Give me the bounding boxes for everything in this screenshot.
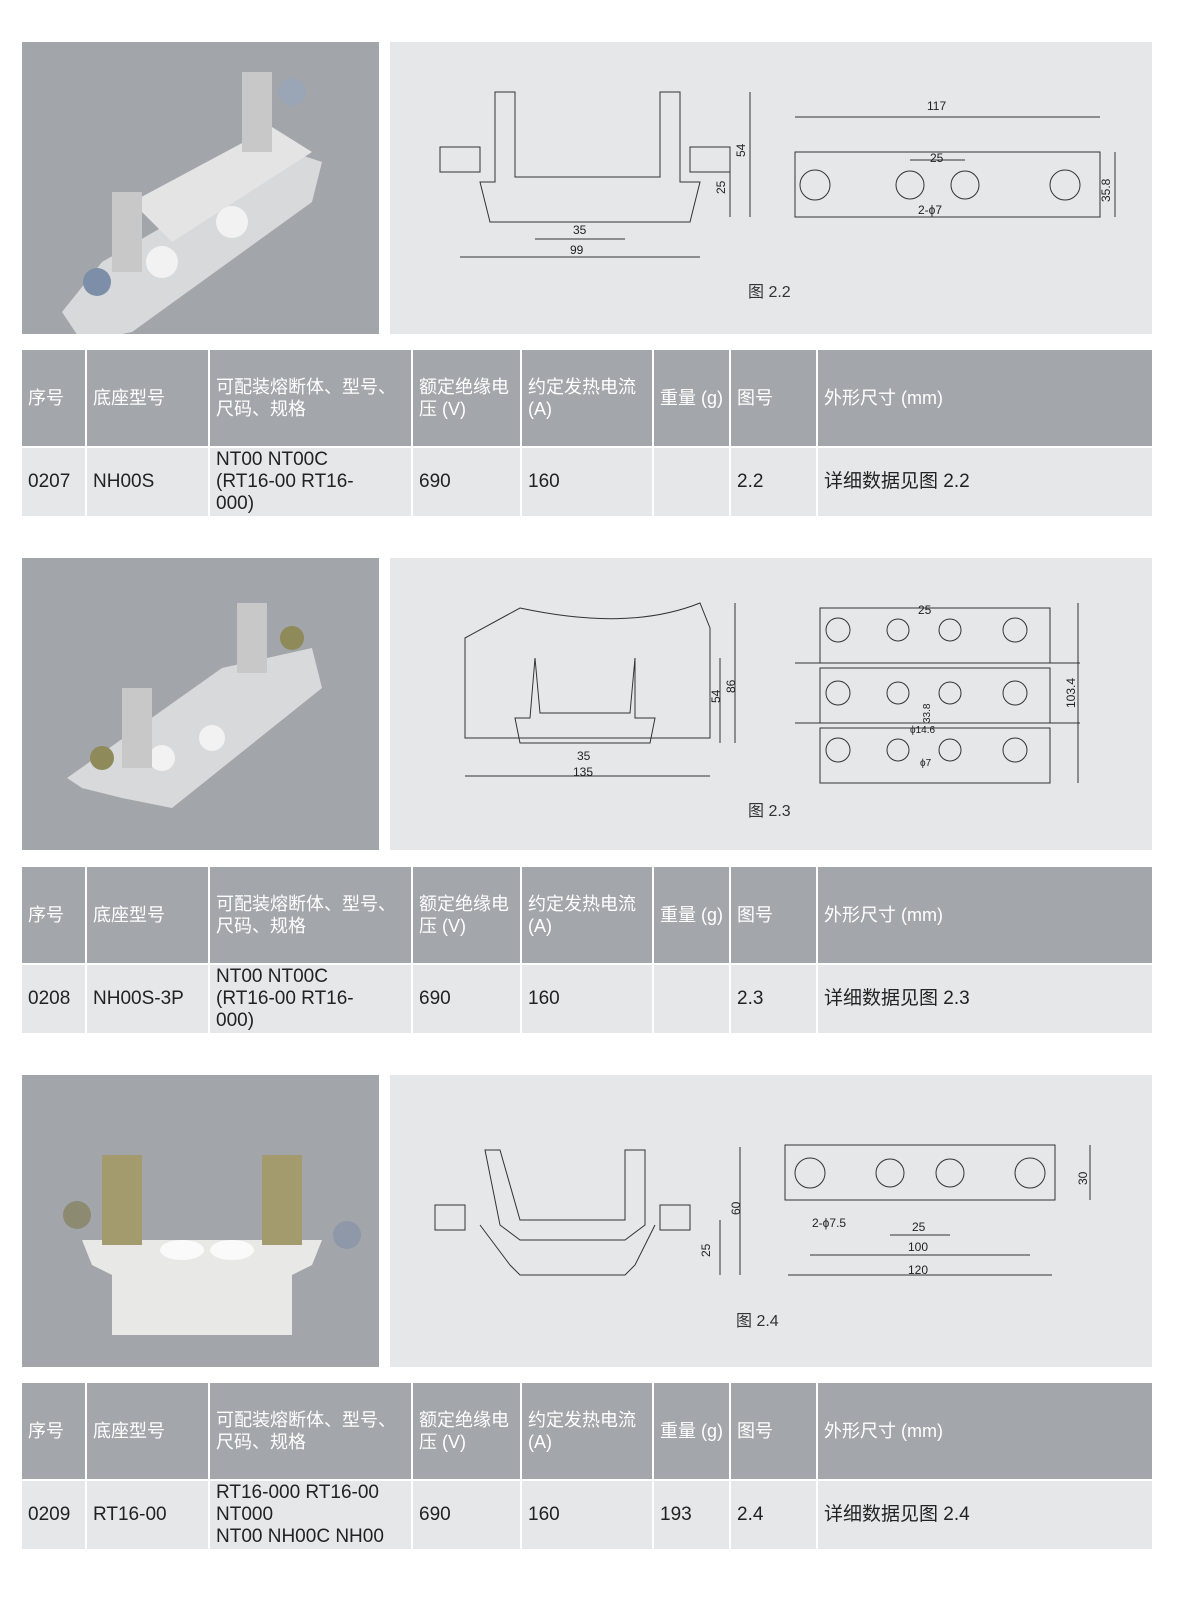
cell-figure: 2.3 bbox=[730, 963, 818, 1033]
header-fuse: 可配装熔断体、型号、尺码、规格 bbox=[209, 350, 413, 447]
dim-label: 86 bbox=[724, 679, 738, 693]
cell-weight bbox=[653, 963, 731, 1033]
cell-dimensions: 详细数据见图 2.2 bbox=[817, 446, 1152, 516]
header-voltage: 额定绝缘电压 (V) bbox=[412, 350, 522, 447]
figure-caption: 图 2.3 bbox=[748, 803, 791, 820]
dim-label: 100 bbox=[908, 1240, 928, 1254]
product-photo-rt16-00 bbox=[22, 1075, 379, 1367]
dim-label: 30 bbox=[1076, 1171, 1090, 1185]
dim-label: 2-ϕ7.5 bbox=[812, 1216, 846, 1230]
header-fuse: 可配装熔断体、型号、尺码、规格 bbox=[209, 1383, 413, 1480]
product-section-0207: 54 25 35 99 117 25 35.8 2-ϕ7 图 2.2 bbox=[22, 42, 1152, 342]
dimension-drawing-2-2: 54 25 35 99 117 25 35.8 2-ϕ7 bbox=[439, 91, 1116, 258]
dim-label: 54 bbox=[734, 143, 748, 157]
dim-label: 120 bbox=[908, 1263, 928, 1277]
cell-no: 0207 bbox=[22, 446, 87, 516]
technical-drawing-panel: 60 25 30 2-ϕ7.5 25 100 120 图 2.4 bbox=[390, 1075, 1152, 1367]
dim-label: 99 bbox=[570, 243, 584, 257]
header-model: 底座型号 bbox=[86, 1383, 210, 1480]
dim-label: ϕ7 bbox=[920, 758, 932, 769]
dim-label: 2-ϕ7 bbox=[918, 203, 942, 217]
dim-label: 25 bbox=[699, 1243, 713, 1257]
header-current: 约定发热电流 (A) bbox=[521, 867, 654, 964]
header-current: 约定发热电流 (A) bbox=[521, 350, 654, 447]
cell-current: 160 bbox=[521, 1479, 654, 1549]
cell-figure: 2.2 bbox=[730, 446, 818, 516]
header-dimensions: 外形尺寸 (mm) bbox=[817, 867, 1152, 964]
header-weight: 重量 (g) bbox=[653, 1383, 731, 1480]
header-current: 约定发热电流 (A) bbox=[521, 1383, 654, 1480]
figure-caption: 图 2.4 bbox=[736, 1313, 779, 1330]
dim-label: 25 bbox=[714, 180, 728, 194]
dim-label: 117 bbox=[927, 99, 946, 113]
cell-fuse: NT00 NT00C(RT16-00 RT16-000) bbox=[209, 963, 413, 1033]
header-no: 序号 bbox=[22, 1383, 87, 1480]
header-weight: 重量 (g) bbox=[653, 867, 731, 964]
dim-label: 35 bbox=[573, 223, 587, 237]
cell-model: NH00S-3P bbox=[86, 963, 210, 1033]
header-no: 序号 bbox=[22, 867, 87, 964]
header-voltage: 额定绝缘电压 (V) bbox=[412, 1383, 522, 1480]
cell-voltage: 690 bbox=[412, 1479, 522, 1549]
dim-label: 25 bbox=[918, 603, 932, 617]
cell-current: 160 bbox=[521, 446, 654, 516]
header-no: 序号 bbox=[22, 350, 87, 447]
table-header-row: 序号底座型号可配装熔断体、型号、尺码、规格额定绝缘电压 (V)约定发热电流 (A… bbox=[22, 1383, 1152, 1480]
cell-weight bbox=[653, 446, 731, 516]
cell-current: 160 bbox=[521, 963, 654, 1033]
dim-label: 25 bbox=[912, 1220, 926, 1234]
product-photo-nh00s-3p bbox=[22, 558, 379, 850]
dim-label: 35 bbox=[577, 749, 591, 763]
product-photo-nh00s bbox=[22, 42, 379, 342]
dim-label: 135 bbox=[573, 765, 593, 779]
cell-weight: 193 bbox=[653, 1479, 731, 1549]
header-weight: 重量 (g) bbox=[653, 350, 731, 447]
dimension-drawing-2-3: 86 54 35 135 25 103.4 33.8 ϕ14.6 ϕ7 bbox=[464, 602, 1080, 784]
dim-label: 33.8 bbox=[922, 703, 933, 723]
dim-label: 54 bbox=[709, 689, 723, 703]
header-figure: 图号 bbox=[730, 1383, 818, 1480]
dimension-drawing-2-4: 60 25 30 2-ϕ7.5 25 100 120 bbox=[434, 1144, 1091, 1277]
header-fuse: 可配装熔断体、型号、尺码、规格 bbox=[209, 867, 413, 964]
header-figure: 图号 bbox=[730, 867, 818, 964]
cell-model: NH00S bbox=[86, 446, 210, 516]
technical-drawing-panel: 86 54 35 135 25 103.4 33.8 ϕ14.6 ϕ7 图 2.… bbox=[390, 558, 1152, 850]
technical-drawing-panel: 54 25 35 99 117 25 35.8 2-ϕ7 图 2.2 bbox=[390, 42, 1152, 334]
cell-voltage: 690 bbox=[412, 446, 522, 516]
header-figure: 图号 bbox=[730, 350, 818, 447]
figure-caption: 图 2.2 bbox=[748, 284, 791, 301]
cell-dimensions: 详细数据见图 2.4 bbox=[817, 1479, 1152, 1549]
table-header-row: 序号底座型号可配装熔断体、型号、尺码、规格额定绝缘电压 (V)约定发热电流 (A… bbox=[22, 350, 1152, 447]
dim-label: 35.8 bbox=[1099, 178, 1113, 202]
cell-figure: 2.4 bbox=[730, 1479, 818, 1549]
header-model: 底座型号 bbox=[86, 350, 210, 447]
header-voltage: 额定绝缘电压 (V) bbox=[412, 867, 522, 964]
cell-no: 0209 bbox=[22, 1479, 87, 1549]
cell-dimensions: 详细数据见图 2.3 bbox=[817, 963, 1152, 1033]
dim-label: 103.4 bbox=[1064, 678, 1078, 708]
dim-label: 25 bbox=[930, 151, 944, 165]
cell-fuse: NT00 NT00C(RT16-00 RT16-000) bbox=[209, 446, 413, 516]
dim-label: 60 bbox=[729, 1201, 743, 1215]
dim-label: ϕ14.6 bbox=[910, 725, 936, 736]
product-section-0208: 86 54 35 135 25 103.4 33.8 ϕ14.6 ϕ7 图 2.… bbox=[22, 558, 1152, 850]
header-dimensions: 外形尺寸 (mm) bbox=[817, 350, 1152, 447]
header-model: 底座型号 bbox=[86, 867, 210, 964]
cell-model: RT16-00 bbox=[86, 1479, 210, 1549]
table-header-row: 序号底座型号可配装熔断体、型号、尺码、规格额定绝缘电压 (V)约定发热电流 (A… bbox=[22, 867, 1152, 964]
product-section-0209: 60 25 30 2-ϕ7.5 25 100 120 图 2.4 bbox=[22, 1075, 1152, 1367]
cell-no: 0208 bbox=[22, 963, 87, 1033]
cell-voltage: 690 bbox=[412, 963, 522, 1033]
header-dimensions: 外形尺寸 (mm) bbox=[817, 1383, 1152, 1480]
